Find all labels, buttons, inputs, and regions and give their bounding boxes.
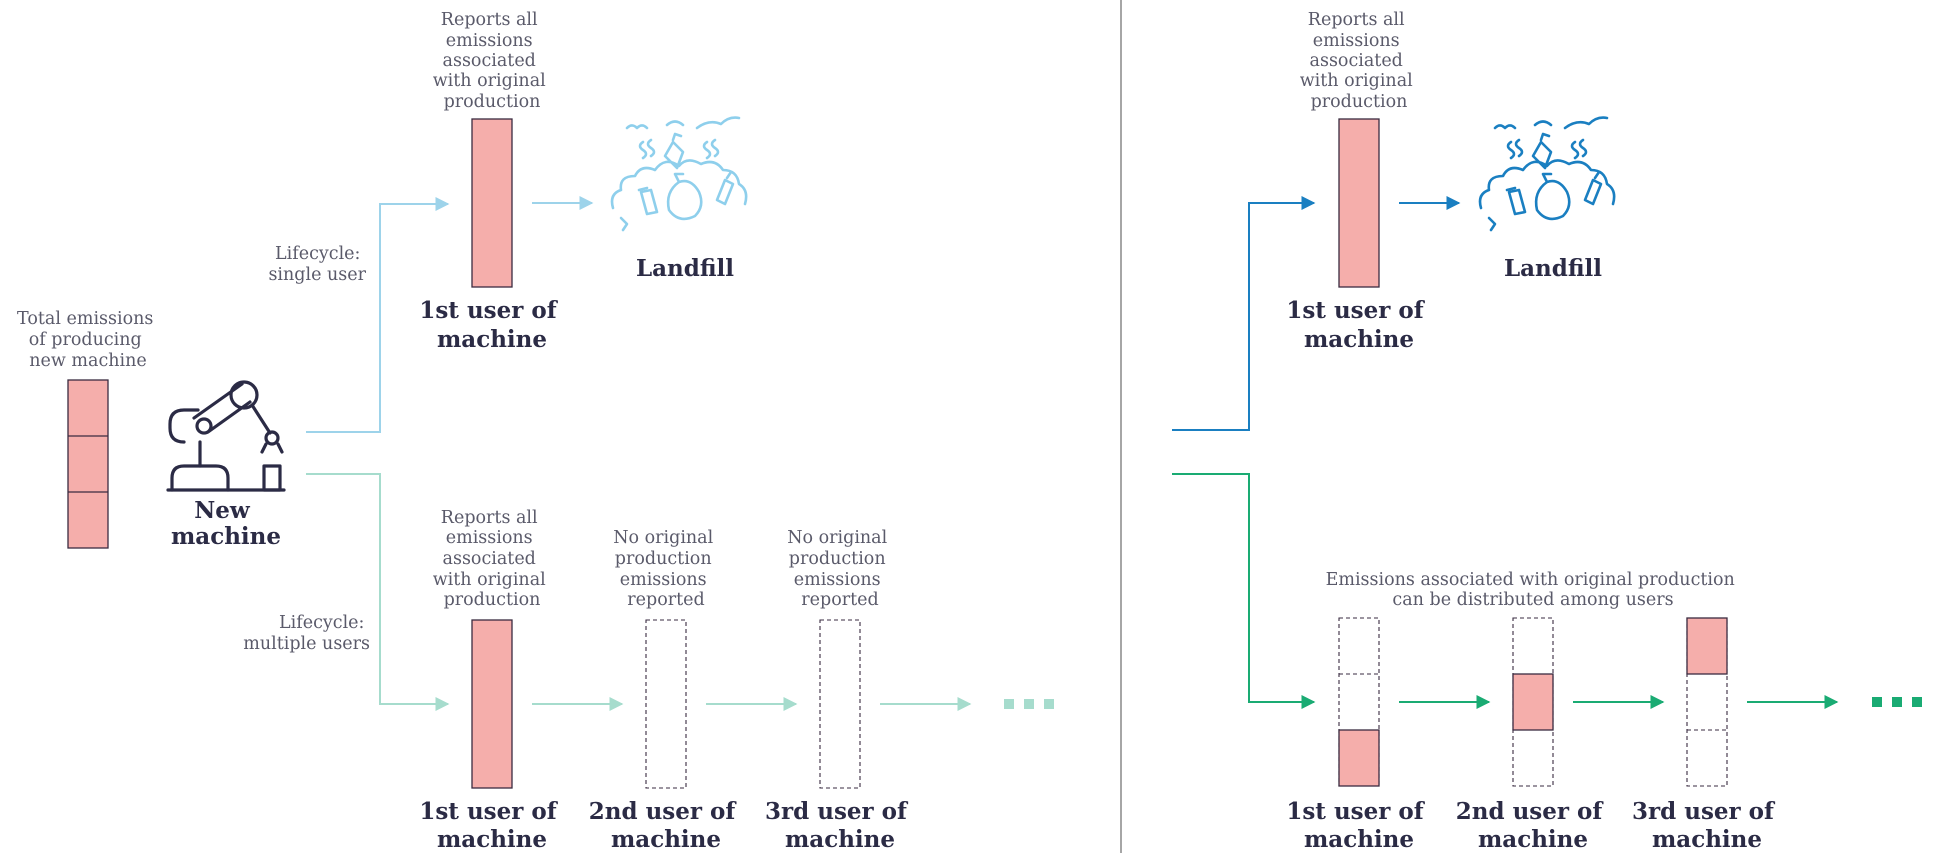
lifecycle-single-label: Lifecycle: single user: [268, 244, 366, 285]
right-single-user-bar: [1338, 118, 1380, 288]
lifecycle-multiple-label: Lifecycle: multiple users: [243, 613, 370, 654]
single-reports-label: Reports all emissions associated with or…: [433, 10, 552, 112]
multi-user-1-label: 1st user of machine: [419, 798, 564, 853]
multi-user-2-bar: [645, 619, 687, 789]
distributed-emissions-label: Emissions associated with original produ…: [1326, 570, 1741, 610]
robot-arm-icon: [166, 380, 286, 492]
right-user-2-label: 2nd user of machine: [1456, 798, 1611, 853]
single-user-label: 1st user of machine: [419, 297, 564, 353]
landfill-icon: [610, 116, 748, 232]
right-single-reports-label: Reports all emissions associated with or…: [1300, 10, 1419, 112]
right-landfill-icon: [1478, 116, 1616, 232]
single-lifecycle-connector: [306, 197, 450, 433]
right-single-connector: [1172, 196, 1316, 431]
total-emissions-label: Total emissions of producing new machine: [17, 309, 159, 371]
multi-reports-label: Reports all emissions associated with or…: [433, 508, 552, 610]
landfill-label: Landfill: [636, 255, 734, 282]
single-user-bar: [471, 118, 513, 288]
multi-lifecycle-connector: [306, 473, 450, 711]
multi-user-3-bar: [819, 619, 861, 789]
continuation-dots: [1004, 699, 1054, 709]
no-emissions-label-2: No original production emissions reporte…: [613, 528, 719, 610]
right-single-user-label: 1st user of machine: [1286, 297, 1431, 353]
right-user-1-label: 1st user of machine: [1286, 798, 1431, 853]
right-user-1-bar: [1338, 617, 1380, 787]
new-machine-label: New machine: [171, 497, 281, 550]
right-continuation-dots: [1872, 697, 1922, 707]
multi-user-3-label: 3rd user of machine: [765, 798, 915, 853]
total-emissions-bar: [67, 379, 109, 549]
multi-user-2-label: 2nd user of machine: [589, 798, 744, 853]
multi-user-1-bar: [471, 619, 513, 789]
right-user-2-bar: [1512, 617, 1554, 787]
right-user-3-label: 3rd user of machine: [1632, 798, 1782, 853]
right-landfill-label: Landfill: [1504, 255, 1602, 282]
no-emissions-label-3: No original production emissions reporte…: [787, 528, 893, 610]
right-user-3-bar: [1686, 617, 1728, 787]
right-multi-connector: [1172, 473, 1316, 709]
